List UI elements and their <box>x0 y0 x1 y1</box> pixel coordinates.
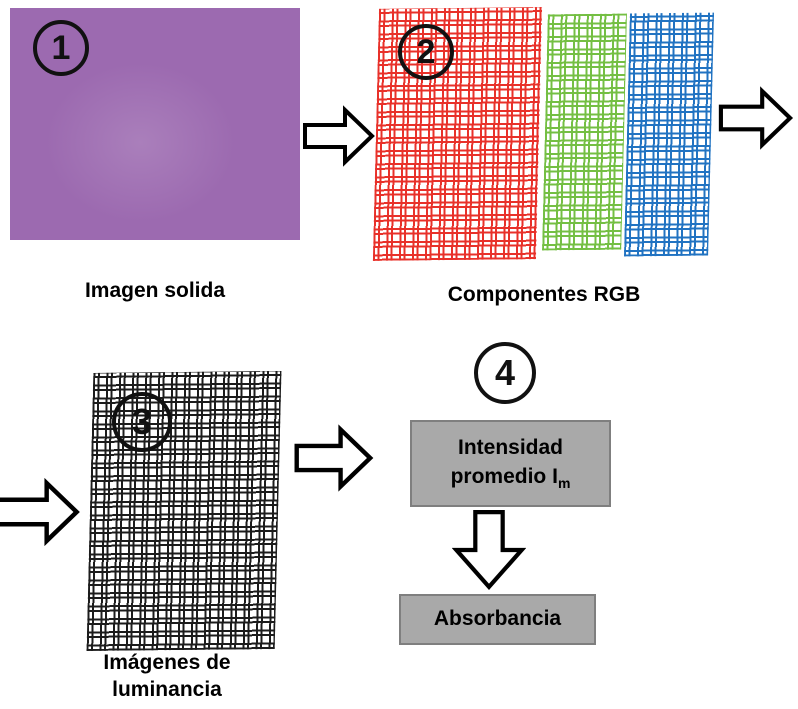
step-2-badge: 2 <box>398 24 454 80</box>
step-1-badge: 1 <box>33 20 89 76</box>
step-3-number: 3 <box>131 401 153 442</box>
blue-channel-grid <box>624 12 714 257</box>
right-arrow-icon <box>0 476 80 548</box>
step-4-number: 4 <box>494 352 516 393</box>
absorbance-label: Absorbancia <box>433 607 562 631</box>
mean-intensity-box: Intensidad promedio Im <box>410 420 611 507</box>
rgb-components-label: Componentes RGB <box>447 283 641 306</box>
intensity-subscript: m <box>557 474 571 491</box>
solid-image-label: Imagen solida <box>84 279 226 302</box>
step-1-number: 1 <box>51 28 71 67</box>
mean-intensity-line2: promedio Im <box>450 464 571 491</box>
step-2-number: 2 <box>416 32 436 71</box>
luminance-label-line2: luminancia <box>112 677 222 701</box>
step-4-badge: 4 <box>474 342 536 404</box>
luminance-label: Imágenes de luminancia <box>53 650 281 704</box>
luminance-label-line1: Imágenes de <box>103 651 231 674</box>
right-arrow-icon <box>303 104 375 168</box>
step-3-badge: 3 <box>112 392 172 452</box>
mean-intensity-line1: Intensidad <box>457 436 563 460</box>
absorbance-box: Absorbancia <box>399 594 596 645</box>
right-arrow-icon <box>716 86 796 150</box>
down-arrow-icon <box>452 510 526 590</box>
green-channel-grid <box>542 13 627 251</box>
right-arrow-icon <box>293 424 375 492</box>
